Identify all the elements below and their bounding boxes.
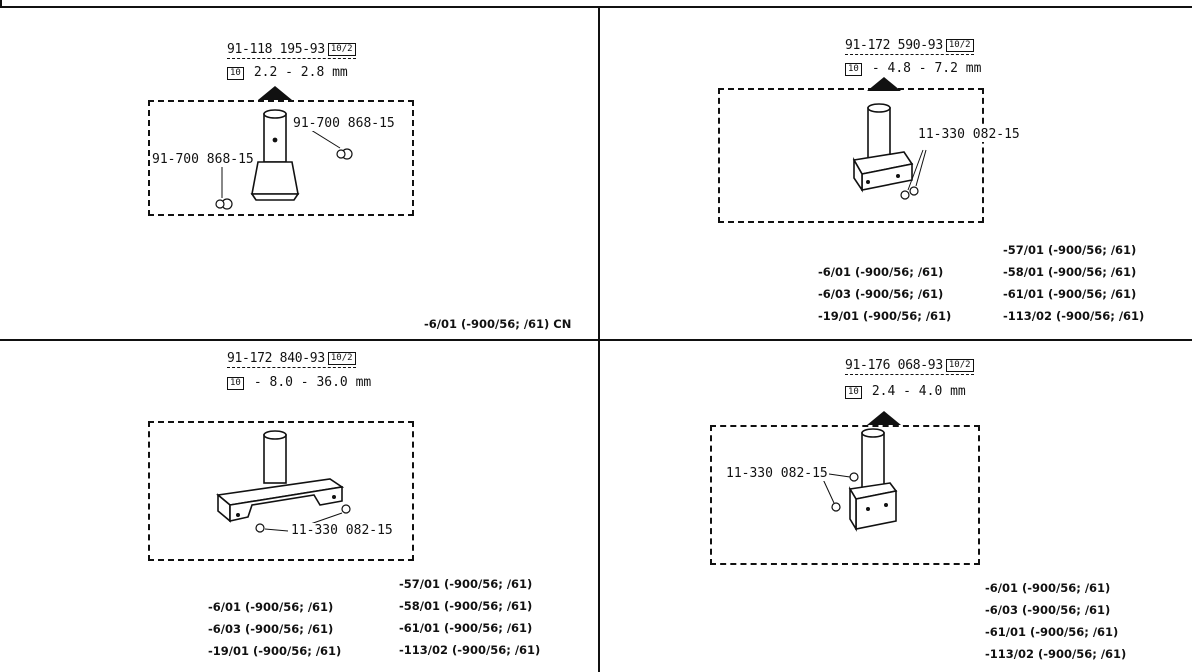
model-code: -6/03 (-900/56; /61) [208, 622, 334, 636]
model-code: -19/01 (-900/56; /61) [208, 644, 342, 658]
presser-foot-drawing [821, 428, 898, 532]
pointer-triangle-icon [867, 77, 901, 91]
screw-callout: 91-700 868-15 [292, 116, 396, 131]
screw-callout: 11-330 082-15 [725, 466, 829, 481]
presser-foot-drawing [216, 430, 351, 533]
screw-callout: 11-330 082-15 [917, 127, 1021, 142]
model-code: -113/02 (-900/56; /61) [985, 647, 1127, 661]
model-code: -58/01 (-900/56; /61) [399, 599, 533, 613]
model-code: -6/03 (-900/56; /61) [818, 287, 944, 301]
pointer-triangle-icon [258, 86, 292, 100]
illustration-box [148, 421, 414, 561]
screw-callout: 11-330 082-15 [290, 523, 394, 538]
model-code: -61/01 (-900/56; /61) [985, 625, 1119, 639]
reference-tag: 10/2 [327, 43, 356, 56]
top-border [0, 6, 1192, 8]
model-code: -58/01 (-900/56; /61) [1003, 265, 1137, 279]
model-code: -61/01 (-900/56; /61) [1003, 287, 1137, 301]
model-code: -57/01 (-900/56; /61) [1003, 243, 1137, 257]
horizontal-divider [0, 339, 1192, 341]
model-codes-right: -6/01 (-900/56; /61) -6/03 (-900/56; /61… [985, 577, 1126, 665]
model-codes-left: -6/01 (-900/56; /61) -6/03 (-900/56; /61… [208, 596, 341, 662]
size-symbol-icon: 10 [845, 386, 862, 399]
illustration-box [710, 425, 980, 565]
model-code: -113/02 (-900/56; /61) [399, 643, 541, 657]
size-symbol-icon: 10 [227, 377, 244, 390]
model-code: -6/01 (-900/56; /61) [818, 265, 944, 279]
reference-tag: 10/2 [945, 39, 974, 52]
illustration-box [718, 88, 984, 223]
model-code: -6/01 (-900/56; /61) [985, 581, 1111, 595]
model-code: -57/01 (-900/56; /61) [399, 577, 533, 591]
model-codes-right: -57/01 (-900/56; /61) -58/01 (-900/56; /… [399, 573, 540, 661]
size-range: 10- 8.0 - 36.0 mm [227, 375, 371, 390]
model-code: -6/01 (-900/56; /61) CN [424, 317, 572, 331]
model-code: -6/01 (-900/56; /61) [208, 600, 334, 614]
reference-tag: 10/2 [945, 359, 974, 372]
left-border [0, 0, 2, 8]
pointer-triangle-icon [867, 411, 901, 425]
size-symbol-icon: 10 [227, 67, 244, 80]
presser-foot-drawing [852, 103, 927, 200]
model-code: -6/03 (-900/56; /61) [985, 603, 1111, 617]
model-code: -61/01 (-900/56; /61) [399, 621, 533, 635]
model-codes-left: -6/01 (-900/56; /61) -6/03 (-900/56; /61… [818, 261, 951, 327]
model-codes-right: -6/01 (-900/56; /61) CN [424, 313, 571, 335]
model-codes-right: -57/01 (-900/56; /61) -58/01 (-900/56; /… [1003, 239, 1144, 327]
presser-foot-drawing [215, 109, 353, 210]
illustration-box [148, 100, 414, 216]
model-code: -113/02 (-900/56; /61) [1003, 309, 1145, 323]
reference-tag: 10/2 [327, 352, 356, 365]
size-symbol-icon: 10 [845, 63, 862, 76]
screw-callout: 91-700 868-15 [151, 152, 255, 167]
size-range: 10- 4.8 - 7.2 mm [845, 61, 981, 76]
model-code: -19/01 (-900/56; /61) [818, 309, 952, 323]
